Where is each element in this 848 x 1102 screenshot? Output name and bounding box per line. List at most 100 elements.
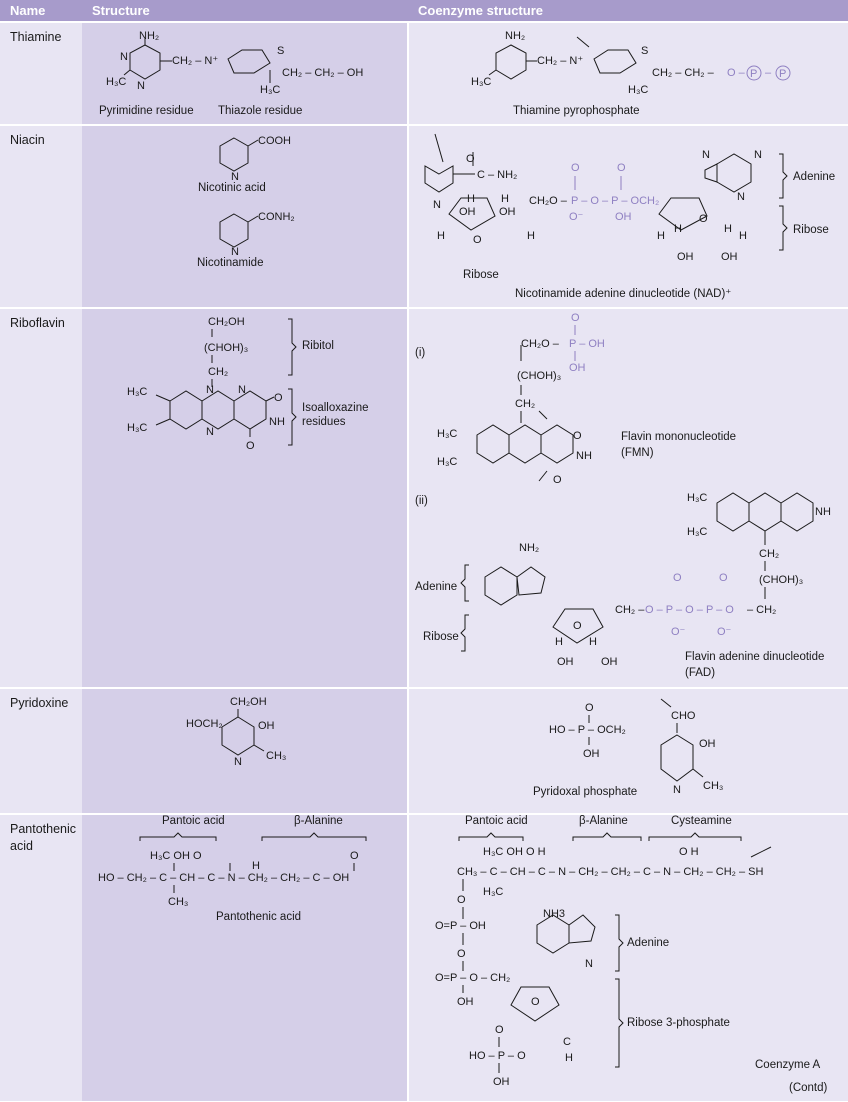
svg-text:CH₂ – CH₂ –: CH₂ – CH₂ – — [652, 67, 715, 79]
svg-text:N: N — [234, 756, 242, 768]
svg-text:O: O — [457, 948, 466, 960]
svg-text:CH₃: CH₃ — [703, 780, 723, 792]
thiamine-structure-diagram: NH₂ H₃C NN CH₂ – N⁺ S CH₂ – CH₂ – OH H₃C — [106, 30, 363, 96]
svg-text:H₃C: H₃C — [106, 76, 126, 88]
svg-text:O=P – OH: O=P – OH — [435, 920, 486, 932]
pyridoxine-coenzyme-cell: O HO – P – OCH₂ OH CHO OH N CH₃ Pyridoxa… — [407, 687, 848, 814]
svg-text:N: N — [433, 199, 441, 211]
svg-text:CH₂ – CH₂ – OH: CH₂ – CH₂ – OH — [282, 67, 363, 79]
svg-text:O: O — [699, 213, 708, 225]
nicotinamide-label: Nicotinamide — [197, 257, 264, 269]
svg-text:H₃C: H₃C — [483, 886, 503, 898]
pantothenic-structure-cell: H₃C OH O O HO – CH₂ – C – CH – C – N – C… — [82, 813, 408, 1101]
nad-name-label: Nicotinamide adenine dinucleotide (NAD)⁺ — [515, 288, 732, 300]
row-name-pyridoxine: Pyridoxine — [0, 687, 82, 814]
coenzyme-a-label: Coenzyme A — [755, 1059, 821, 1071]
table-row-niacin: Niacin COOH N CONH₂ N Nicotinic acid Nic… — [0, 124, 848, 308]
svg-text:N: N — [238, 384, 246, 396]
svg-text:– CH₂: – CH₂ — [747, 604, 776, 616]
svg-text:O: O — [617, 162, 626, 174]
svg-text:O: O — [466, 153, 475, 165]
svg-text:O: O — [573, 430, 582, 442]
svg-text:COOH: COOH — [258, 135, 291, 147]
svg-text:HO – P – O: HO – P – O — [469, 1050, 526, 1062]
svg-text:O: O — [457, 894, 466, 906]
svg-text:OH: OH — [459, 206, 476, 218]
nad-adenine-label: Adenine — [793, 171, 836, 183]
svg-text:O: O — [553, 474, 562, 486]
svg-text:H: H — [555, 636, 563, 648]
svg-text:O: O — [350, 850, 359, 862]
contd-label: (Contd) — [789, 1082, 828, 1094]
coenzyme-a-diagram: H₃C OH O H O H CH₃ – C – CH – C – N – CH… — [435, 832, 772, 1088]
svg-text:OH: OH — [569, 362, 586, 374]
pyridoxal-phosphate-label: Pyridoxal phosphate — [533, 786, 638, 798]
table-row-pantothenic-acid: Pantothenic acid H₃C OH O O HO – CH₂ – C… — [0, 813, 848, 1101]
svg-text:S: S — [641, 45, 648, 57]
svg-text:H: H — [589, 636, 597, 648]
svg-text:O: O — [571, 162, 580, 174]
svg-text:O: O — [495, 1024, 504, 1036]
svg-text:H₃C: H₃C — [471, 76, 491, 88]
svg-text:(CHOH)₃: (CHOH)₃ — [517, 370, 561, 382]
svg-text:NH₂: NH₂ — [505, 30, 525, 42]
fad-marker: (ii) — [415, 495, 428, 507]
svg-text:–: – — [765, 67, 772, 79]
svg-text:P: P — [779, 68, 786, 80]
svg-text:H₃C: H₃C — [687, 526, 707, 538]
svg-text:N: N — [737, 191, 745, 203]
svg-text:P: P — [750, 68, 757, 80]
svg-text:H₃C: H₃C — [127, 422, 147, 434]
svg-text:OH: OH — [499, 206, 516, 218]
svg-text:OH: OH — [457, 996, 474, 1008]
svg-text:CH₃: CH₃ — [266, 750, 286, 762]
thiamine-coenzyme-cell: NH₂ H₃C CH₂ – N⁺ S CH₂ – CH₂ – O – P – P… — [407, 21, 848, 125]
row-name-pantothenic-acid: Pantothenic acid — [0, 813, 82, 1101]
svg-text:O⁻: O⁻ — [671, 626, 686, 638]
svg-text:N: N — [585, 958, 593, 970]
svg-text:CH₂OH: CH₂OH — [208, 316, 245, 328]
ribitol-label: Ribitol — [302, 340, 334, 352]
svg-text:HOCH₂: HOCH₂ — [186, 718, 223, 730]
svg-text:O: O — [274, 392, 283, 404]
svg-text:H: H — [437, 230, 445, 242]
svg-text:NH: NH — [269, 416, 285, 428]
svg-text:O – P – O – P – O: O – P – O – P – O — [645, 604, 734, 616]
row-name-riboflavin: Riboflavin — [0, 307, 82, 688]
svg-text:NH₂: NH₂ — [519, 542, 539, 554]
thiamine-pyrophosphate-label: Thiamine pyrophosphate — [513, 105, 640, 117]
svg-text:CH₂: CH₂ — [759, 548, 779, 560]
svg-text:S: S — [277, 45, 284, 57]
isoalloxazine-label: Isoalloxazine residues — [302, 402, 369, 428]
pantothenic-coenzyme-cell: H₃C OH O H O H CH₃ – C – CH – C – N – CH… — [407, 813, 848, 1101]
svg-text:OH: OH — [699, 738, 716, 750]
svg-text:N: N — [702, 149, 710, 161]
svg-text:CH₂O –: CH₂O – — [529, 195, 568, 207]
svg-text:O=P – O – CH₂: O=P – O – CH₂ — [435, 972, 510, 984]
svg-text:OH: OH — [583, 748, 600, 760]
svg-text:HO – CH₂ – C – CH – C – N – CH: HO – CH₂ – C – CH – C – N – CH₂ – CH₂ – … — [98, 872, 349, 884]
pyridoxine-structure-diagram: CH₂OH HOCH₂ OH N CH₃ — [186, 696, 286, 768]
thiamine-pyrophosphate-diagram: NH₂ H₃C CH₂ – N⁺ S CH₂ – CH₂ – O – P – P… — [471, 30, 791, 96]
svg-text:CH₂O –: CH₂O – — [521, 338, 560, 350]
svg-text:OH: OH — [493, 1076, 510, 1088]
svg-text:O –: O – — [727, 67, 746, 79]
svg-text:O: O — [246, 440, 255, 452]
svg-text:NH: NH — [576, 450, 592, 462]
coa-adenine-label: Adenine — [627, 937, 670, 949]
svg-text:N: N — [137, 80, 145, 92]
svg-text:H: H — [674, 223, 682, 235]
header-name: Name — [0, 0, 82, 22]
svg-text:O H: O H — [679, 846, 699, 858]
beta-alanine-label: β-Alanine — [294, 815, 343, 827]
svg-text:CHO: CHO — [671, 710, 696, 722]
svg-text:CH₂: CH₂ — [515, 398, 535, 410]
fmn-marker: (i) — [415, 347, 426, 359]
